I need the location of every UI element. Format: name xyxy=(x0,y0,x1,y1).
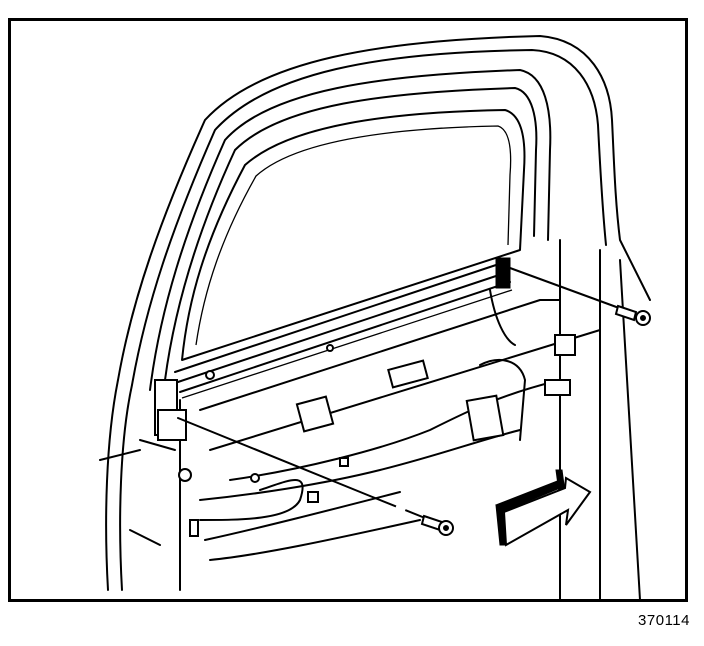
rear-regulator-bracket xyxy=(489,257,516,346)
front-bolt-icon xyxy=(420,514,454,536)
belt-molding xyxy=(174,261,513,399)
diagram-frame xyxy=(8,18,688,602)
figure-id-label: 370114 xyxy=(638,612,690,629)
front-bolt-leader-line xyxy=(177,417,371,497)
front-bolt-leader-dashed xyxy=(369,495,431,521)
rear-bolt-leader-line xyxy=(509,267,631,313)
arrow-right-icon xyxy=(495,469,592,547)
inner-door-panel xyxy=(178,239,641,601)
door-frame xyxy=(105,35,651,591)
rear-bolt-icon xyxy=(614,304,651,326)
hinge-pillar xyxy=(99,379,187,546)
window-glass xyxy=(181,109,526,361)
